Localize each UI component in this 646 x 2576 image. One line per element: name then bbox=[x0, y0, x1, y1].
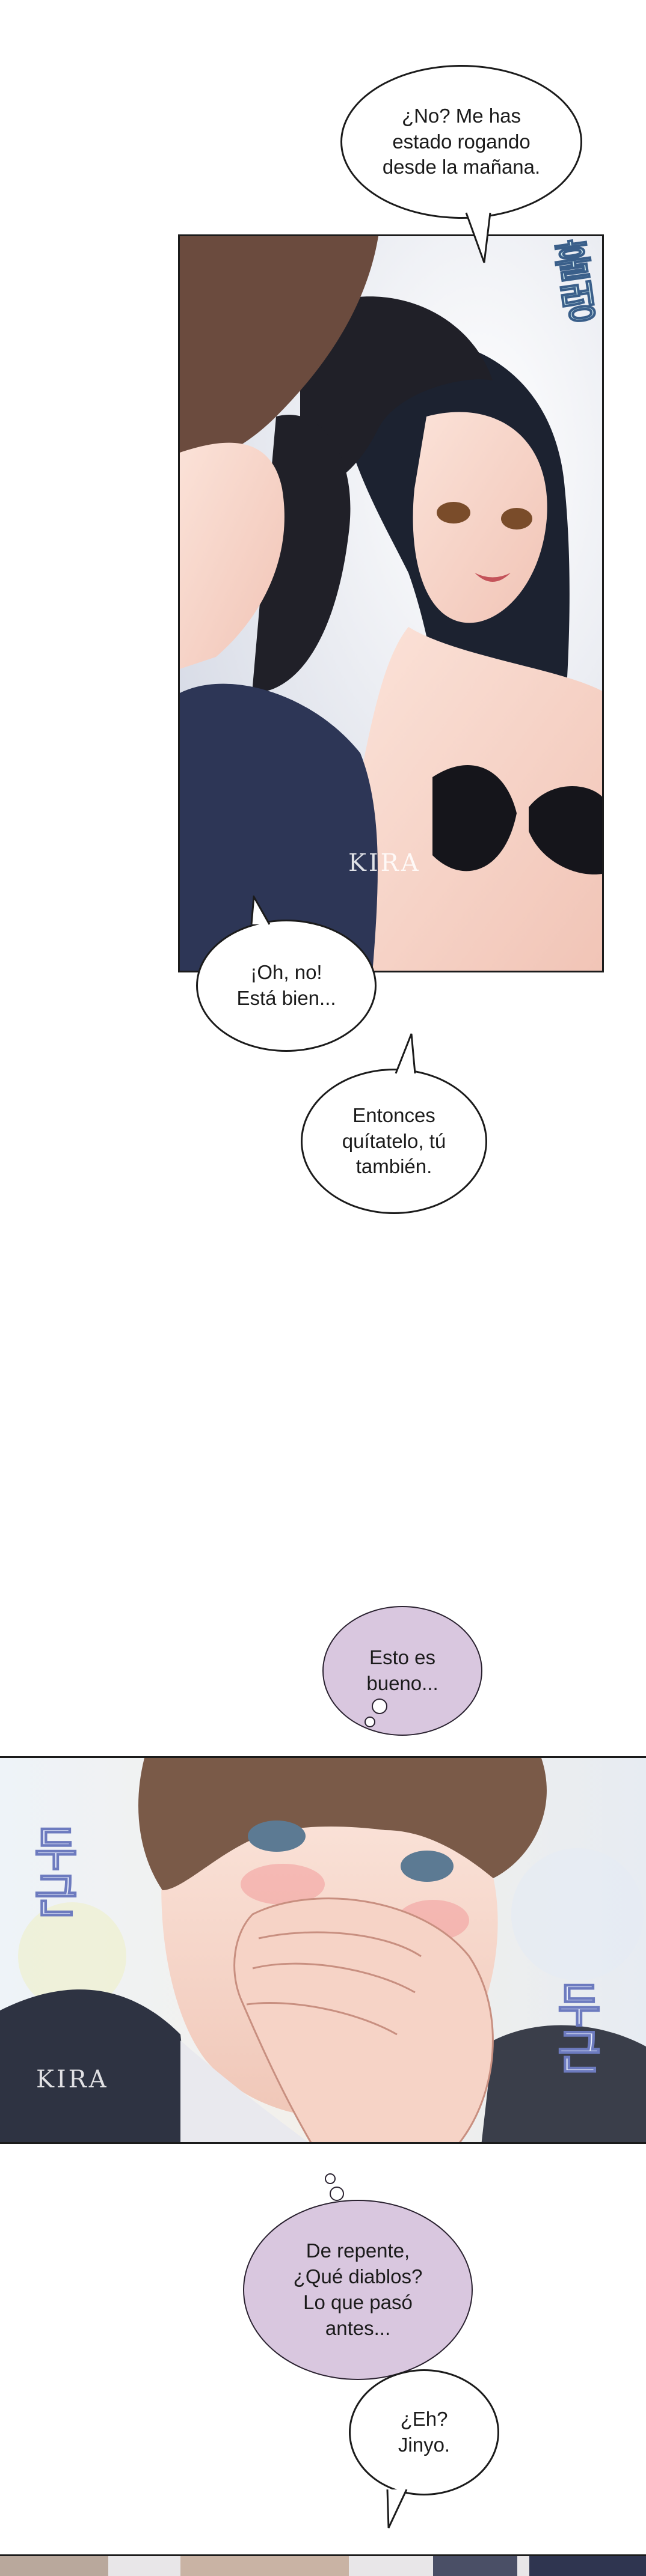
panel-blush: 두근 두근 KIRA bbox=[0, 1756, 646, 2144]
thought-bubble-2: De repente, ¿Qué diablos? Lo que pasó an… bbox=[243, 2200, 473, 2380]
panel-couple: KIRA bbox=[178, 234, 604, 972]
speech-bubble-2-text: ¡Oh, no! Está bien... bbox=[236, 961, 336, 1009]
speech-bubble-4-text: ¿Eh? Jinyo. bbox=[398, 2408, 451, 2456]
watermark-kira: KIRA bbox=[348, 849, 421, 877]
thought-bubble-1-dot-large bbox=[372, 1699, 387, 1714]
speech-bubble-1-text: ¿No? Me has estado rogando desde la maña… bbox=[382, 104, 541, 179]
thought-bubble-1-dot-small bbox=[365, 1717, 375, 1727]
thought-bubble-1-text: Esto es bueno... bbox=[366, 1646, 438, 1694]
thought-bubble-1: Esto es bueno... bbox=[322, 1606, 482, 1736]
sfx-hullung: 훌렁 bbox=[542, 236, 604, 327]
watermark-kira-2: KIRA bbox=[36, 2066, 109, 2093]
sfx-dugeun-right: 두근 bbox=[547, 1980, 603, 2075]
speech-bubble-3-text: Entonces quítatelo, tú también. bbox=[342, 1103, 446, 1178]
speech-bubble-2: ¡Oh, no! Está bien... bbox=[196, 920, 377, 1052]
speech-bubble-4: ¿Eh? Jinyo. bbox=[349, 2369, 499, 2495]
panel-couple-art bbox=[180, 236, 602, 971]
thought-bubble-2-dot-small bbox=[325, 2173, 336, 2184]
speech-bubble-3-tail bbox=[395, 1033, 416, 1074]
speech-bubble-4-tail bbox=[386, 2489, 408, 2529]
thought-bubble-2-text: De repente, ¿Qué diablos? Lo que pasó an… bbox=[293, 2239, 423, 2339]
speech-bubble-1-tail bbox=[465, 212, 491, 263]
thought-bubble-2-dot-large bbox=[330, 2187, 344, 2201]
sfx-dugeun-left: 두근 bbox=[24, 1824, 79, 1918]
speech-bubble-2-tail bbox=[250, 896, 271, 925]
panel-blush-art bbox=[0, 1758, 646, 2142]
speech-bubble-1: ¿No? Me has estado rogando desde la maña… bbox=[340, 65, 582, 219]
panel-bottom-partial bbox=[0, 2554, 646, 2576]
speech-bubble-3: Entonces quítatelo, tú también. bbox=[301, 1069, 487, 1214]
panel-bottom-art bbox=[0, 2556, 646, 2576]
